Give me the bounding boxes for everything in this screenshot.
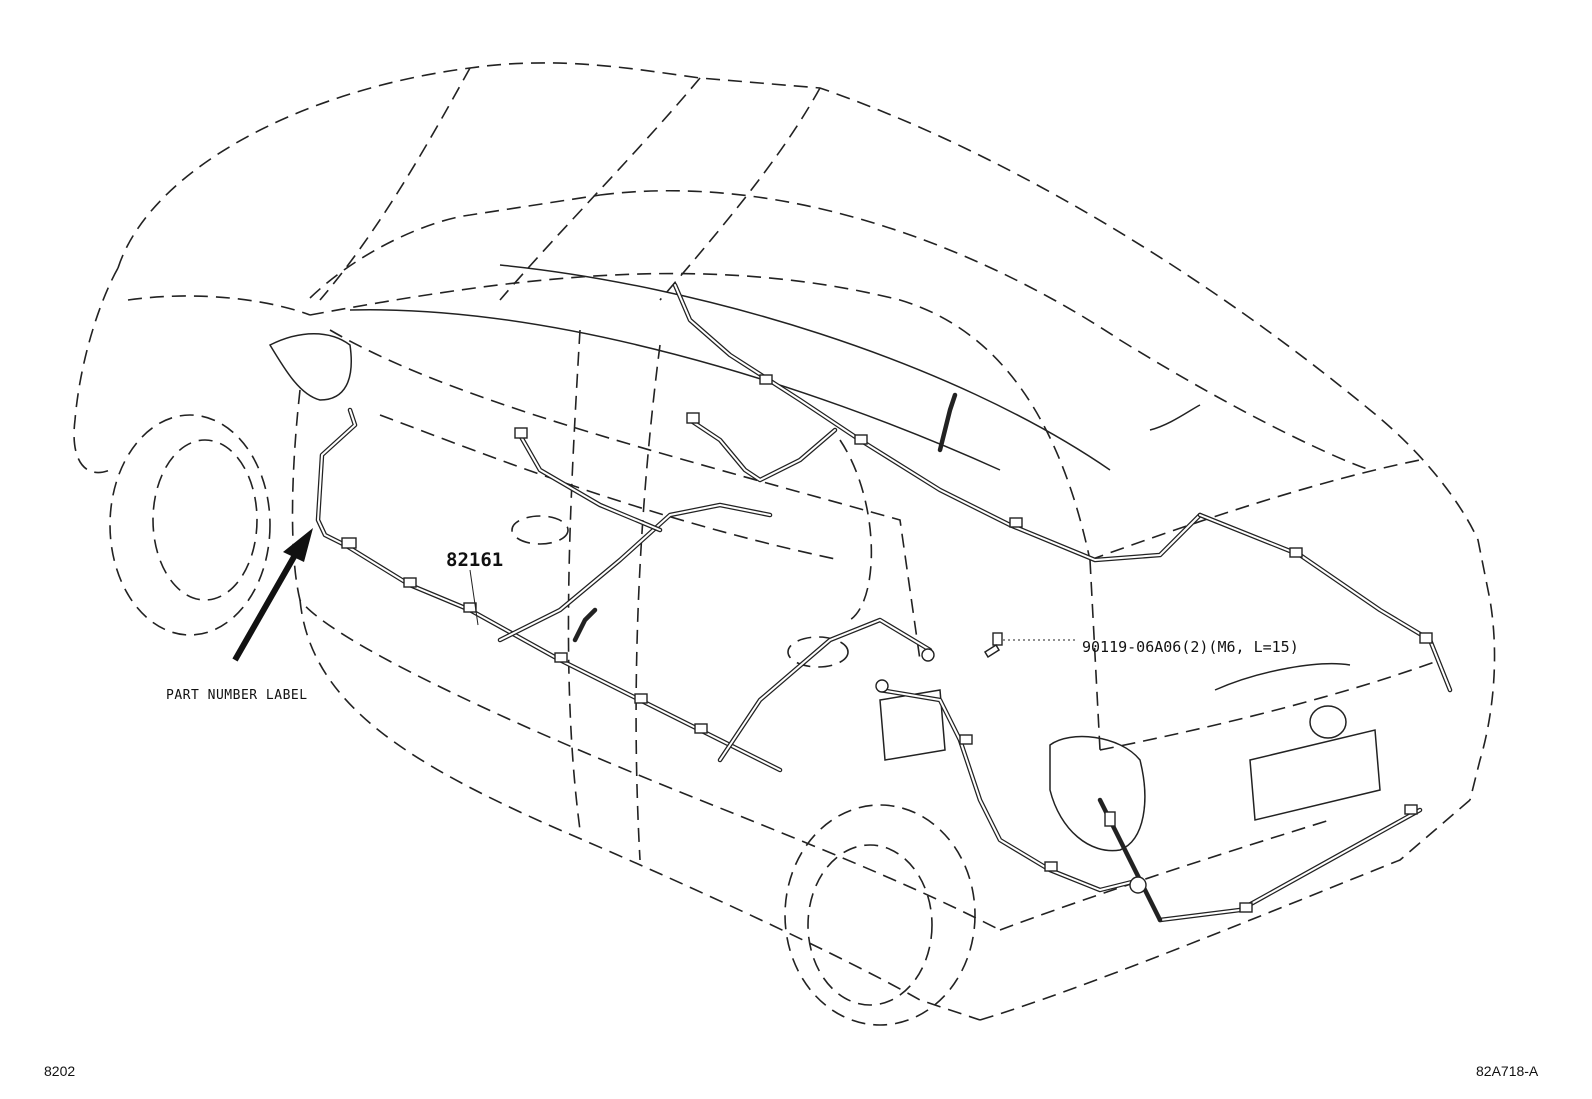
bolt-icon <box>983 632 1003 659</box>
vehicle-body-details <box>268 264 1381 852</box>
harness-part-number: 82161 <box>446 549 504 571</box>
figure-reference: 82A718-A <box>1476 1063 1539 1079</box>
bolt-part-number: 90119-06A06(2)(M6, L=15) <box>1082 638 1299 656</box>
wire-harness <box>315 282 1453 923</box>
leader-lines <box>469 569 1077 641</box>
harness-connectors <box>341 374 1433 913</box>
vehicle-body-outline <box>73 62 1496 1026</box>
part-number-label-caption: PART NUMBER LABEL <box>166 688 308 703</box>
arrow-icon <box>232 528 313 662</box>
page-reference: 8202 <box>44 1063 76 1079</box>
